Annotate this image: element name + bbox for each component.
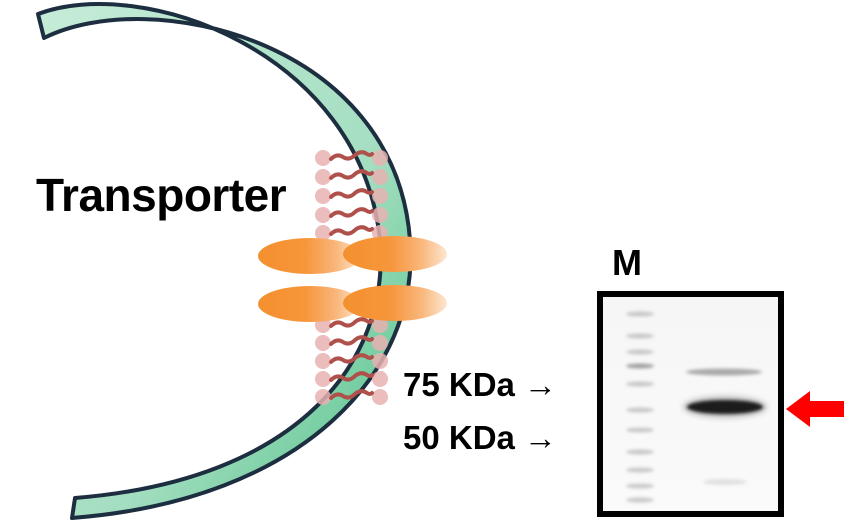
ladder-band [626, 497, 654, 503]
lipid-row [315, 371, 388, 387]
marker-lane-label: M [612, 242, 642, 283]
sample-lane-smear [703, 479, 747, 485]
lipid-bilayer-lower [315, 317, 388, 405]
protein-subunit-2-right [343, 285, 447, 321]
ladder-band [626, 333, 654, 339]
lipid-row [315, 353, 388, 369]
lipid-tail [329, 150, 374, 161]
sample-band-main [687, 400, 763, 414]
ladder-band [626, 427, 654, 433]
lipid-head [315, 389, 331, 405]
lipid-head [372, 389, 388, 405]
lipid-head [372, 207, 388, 223]
lipid-head [372, 353, 388, 369]
ladder-band [626, 483, 654, 489]
lipid-head [315, 150, 331, 166]
lipid-tail [329, 169, 374, 180]
protein-subunit-2-left [258, 286, 362, 322]
sample-band-faint [686, 368, 762, 376]
lipid-head [372, 317, 388, 333]
lipid-tail [329, 207, 374, 218]
lipid-head [315, 353, 331, 369]
lipid-bilayer-upper [315, 150, 388, 241]
lipid-head [315, 335, 331, 351]
transporter-protein [258, 236, 447, 322]
lipid-head [372, 371, 388, 387]
protein-subunit-1-right [343, 236, 447, 272]
mw-label-50kda: 50 KDa → [403, 419, 558, 456]
lipid-head [315, 207, 331, 223]
mw-label-75kda: 75 KDa → [403, 366, 558, 403]
lipid-row [315, 150, 388, 166]
transporter-label: Transporter [36, 169, 287, 221]
lipid-head [372, 169, 388, 185]
lipid-tail [329, 188, 374, 199]
ladder-band [626, 349, 654, 355]
lipid-row [315, 389, 388, 405]
western-blot-panel [597, 291, 784, 517]
lipid-row [315, 207, 388, 223]
protein-subunit-1-left [258, 238, 362, 274]
lipid-tail [329, 389, 374, 400]
lipid-head [315, 225, 331, 241]
lipid-tail [329, 353, 374, 364]
ladder-band [626, 363, 654, 369]
cell-membrane-arc [36, 2, 413, 520]
ladder-band [626, 407, 654, 413]
lipid-head [372, 188, 388, 204]
lipid-row [315, 335, 388, 351]
lipid-tail [329, 317, 374, 328]
ladder-band [626, 381, 654, 387]
lipid-tail [329, 335, 374, 346]
lipid-row [315, 169, 388, 185]
lipid-head [372, 335, 388, 351]
lipid-head [315, 371, 331, 387]
band-indicator-arrow [786, 391, 844, 427]
marker-ladder-lane [626, 311, 654, 503]
lipid-head [315, 169, 331, 185]
ladder-band [626, 467, 654, 473]
lipid-row [315, 188, 388, 204]
lipid-tail [329, 371, 374, 382]
lipid-tail [329, 225, 374, 236]
ladder-band [626, 311, 654, 317]
lipid-head [315, 188, 331, 204]
ladder-band [626, 449, 654, 455]
lipid-head [372, 150, 388, 166]
